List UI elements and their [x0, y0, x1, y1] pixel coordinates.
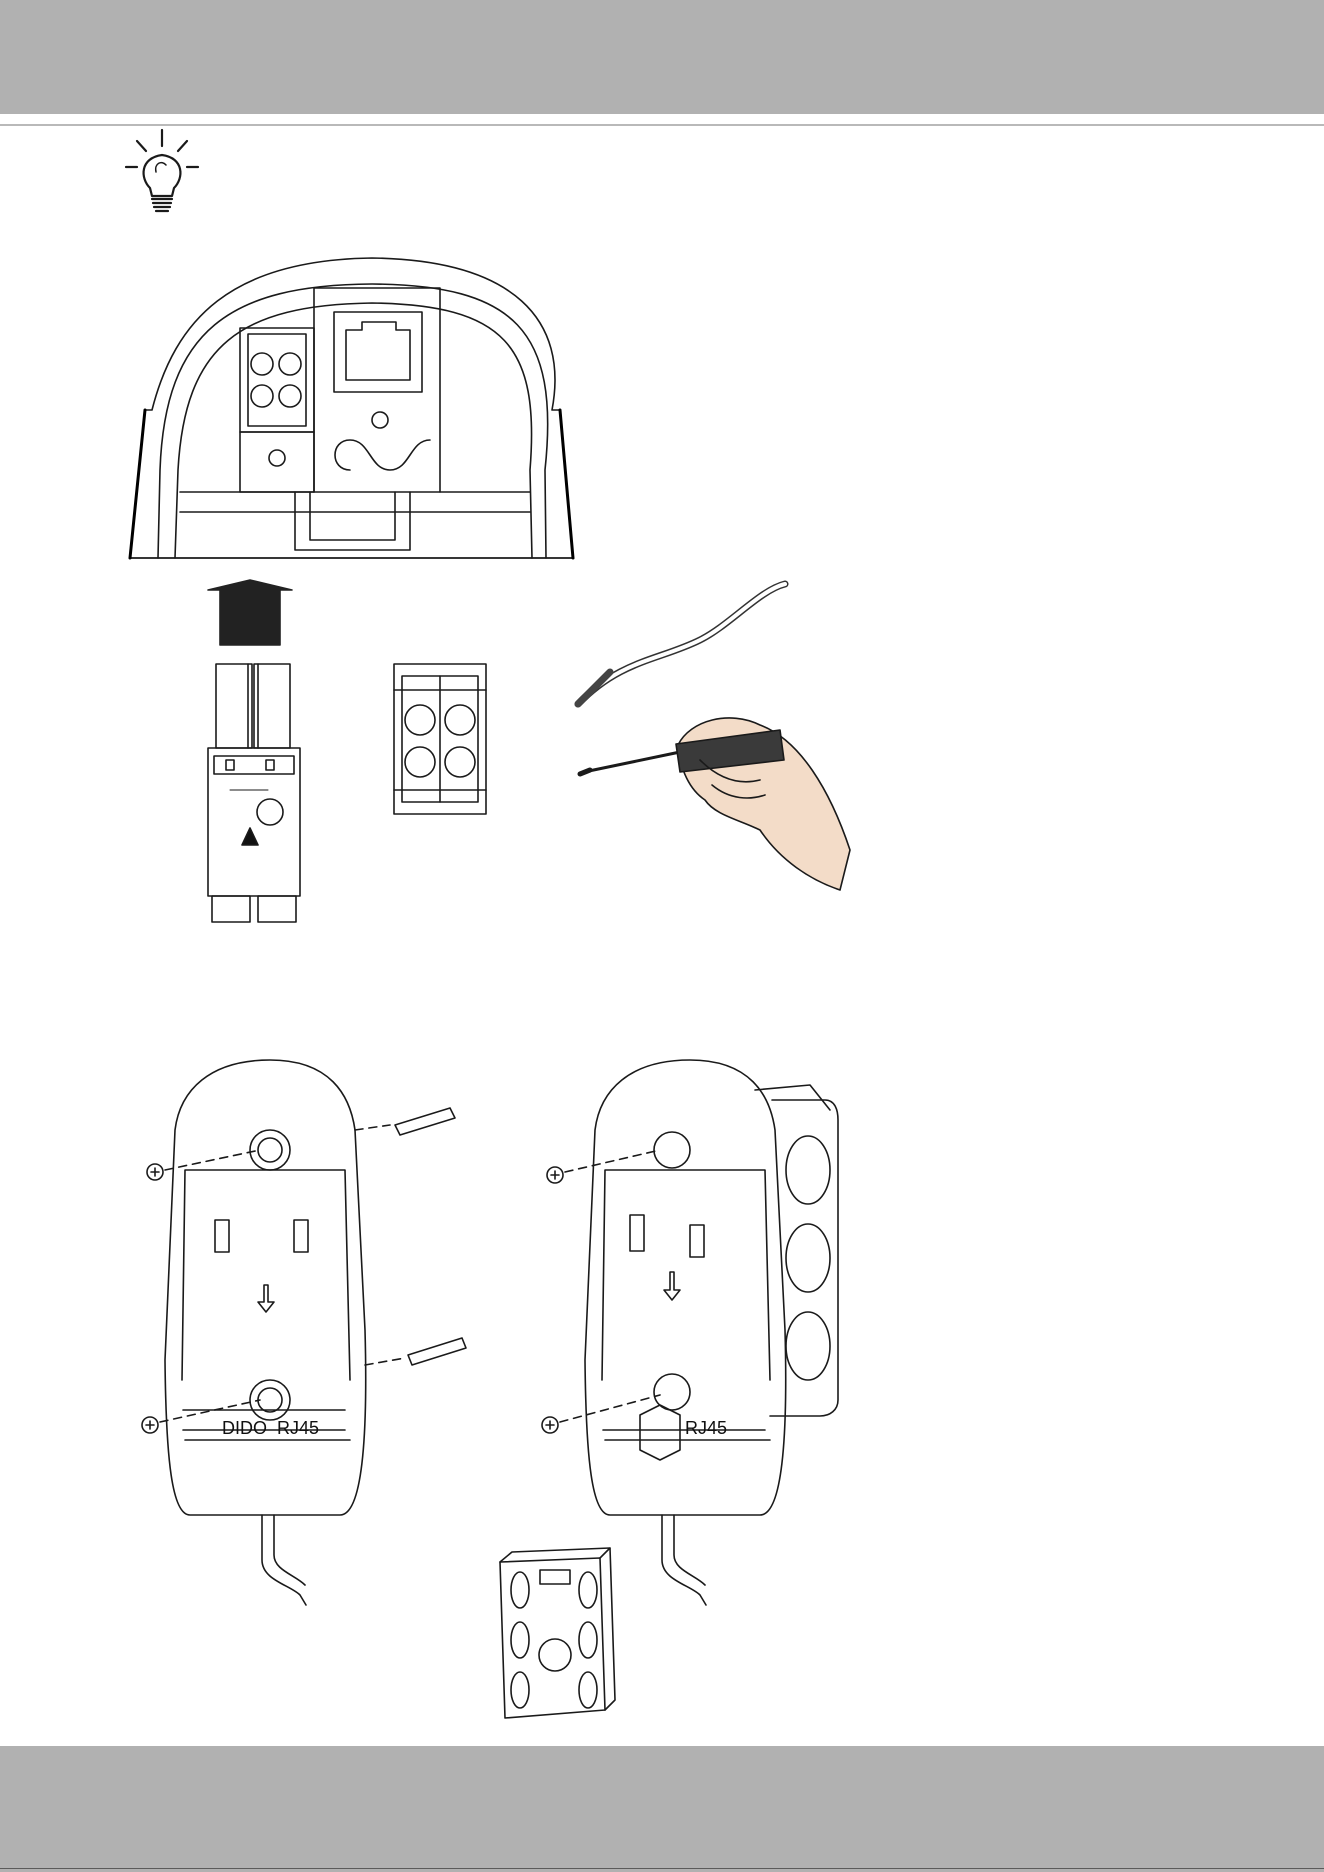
- terminal-plug-illustration: [208, 664, 300, 922]
- small-junction-box-illustration: [500, 1548, 615, 1718]
- screwdriver-hand-illustration: [580, 718, 850, 890]
- wall-mount-bracket-illustration: DIDO RJ45: [142, 1060, 466, 1605]
- footer-divider: [0, 1868, 1324, 1869]
- camera-base-illustration: [130, 258, 573, 558]
- lightbulb-icon: [126, 130, 198, 211]
- terminal-block-front-illustration: [394, 664, 486, 814]
- page-footer-band: [0, 1746, 1324, 1872]
- wire-illustration: [578, 584, 785, 704]
- junction-box-mount-illustration: RJ45: [542, 1060, 838, 1605]
- up-arrow-icon: [208, 580, 292, 645]
- rj45-label-left: RJ45: [277, 1418, 319, 1438]
- rj45-label-right: RJ45: [685, 1418, 727, 1438]
- dido-label: DIDO: [222, 1418, 267, 1438]
